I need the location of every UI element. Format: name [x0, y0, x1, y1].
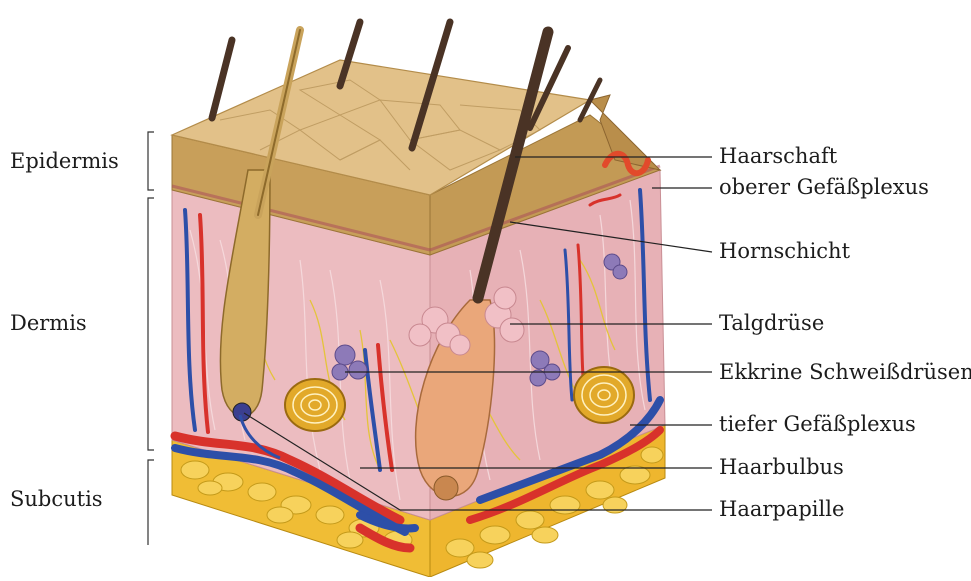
- label-talgdruese: Talgdrüse: [719, 313, 824, 334]
- label-epidermis: Epidermis: [10, 151, 119, 172]
- epidermis-bracket: [148, 132, 154, 190]
- dermis-bracket: [148, 198, 154, 450]
- label-haarpapille: Haarpapille: [719, 499, 844, 520]
- subcutis-bracket: [148, 460, 154, 545]
- layer-brackets: [148, 132, 154, 545]
- label-subcutis: Subcutis: [10, 489, 103, 510]
- label-dermis: Dermis: [10, 313, 87, 334]
- label-hornschicht: Hornschicht: [719, 241, 850, 262]
- label-oberer-gefaessplexus: oberer Gefäßplexus: [719, 177, 929, 198]
- label-tiefer-gefaessplexus: tiefer Gefäßplexus: [719, 414, 916, 435]
- label-haarschaft: Haarschaft: [719, 146, 837, 167]
- label-ekkrine-schweissdruesen: Ekkrine Schweißdrüsen: [719, 362, 971, 383]
- label-haarbulbus: Haarbulbus: [719, 457, 844, 478]
